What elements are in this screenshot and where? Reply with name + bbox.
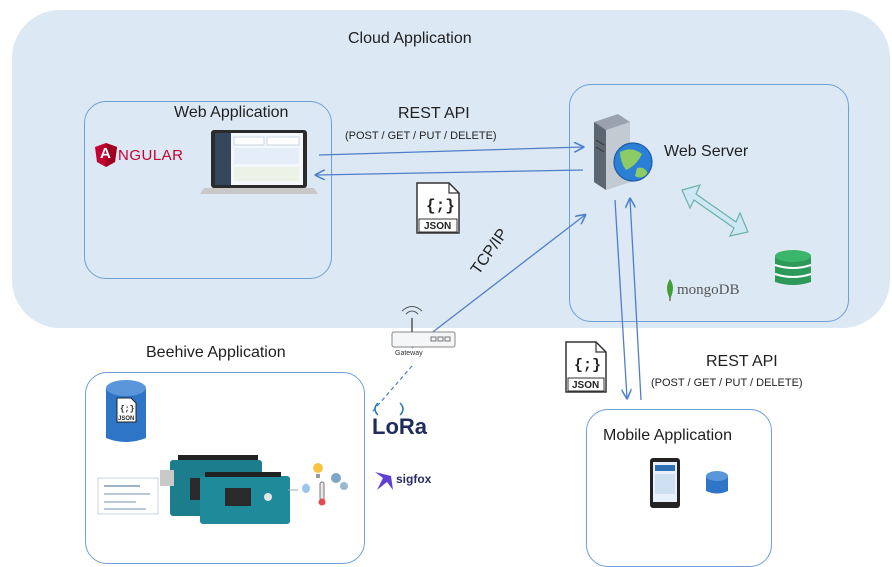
mobile-to-server-arrow xyxy=(630,199,642,401)
noise-icon xyxy=(331,473,341,483)
local-json-database-icon: {;} JSON xyxy=(106,380,146,442)
web-server-box xyxy=(569,84,849,322)
rest-api-bottom-methods: (POST / GET / PUT / DELETE) xyxy=(651,377,803,389)
svg-text:JSON: JSON xyxy=(572,380,599,391)
sigfox-icon xyxy=(375,472,393,490)
mongodb-logo: mongoDB xyxy=(665,279,740,301)
lora-link-dashed xyxy=(371,365,413,413)
mobile-database-icon xyxy=(706,471,728,494)
sync-double-arrow xyxy=(681,184,749,237)
beehive-dashboard-preview xyxy=(97,477,159,515)
gateway-router-icon xyxy=(391,306,456,348)
response-arrow xyxy=(316,169,584,175)
svg-text:{;}: {;} xyxy=(574,357,601,374)
sigfox-logo-text: sigfox xyxy=(396,472,432,486)
mongodb-logo-text: mongoDB xyxy=(677,281,740,298)
gateway-label: Gateway xyxy=(395,350,423,357)
angular-logo-letter: A xyxy=(100,145,111,162)
angular-logo: A NGULAR xyxy=(95,143,184,167)
angular-logo-text: NGULAR xyxy=(118,146,184,164)
globe-icon xyxy=(613,142,653,182)
lora-logo-text: LoRa xyxy=(372,414,427,439)
light-icon xyxy=(313,463,323,473)
rest-api-top-methods: (POST / GET / PUT / DELETE) xyxy=(345,130,497,142)
web-application-title: Web Application xyxy=(174,104,289,121)
cloud-application-region xyxy=(12,10,890,328)
json-file-icon: {;} JSON xyxy=(416,182,460,234)
web-server-title: Web Server xyxy=(664,143,749,160)
json-file-icon-mobile: {;} JSON xyxy=(565,341,607,393)
laptop-icon xyxy=(200,130,318,194)
rest-api-bottom-label: REST API xyxy=(706,353,778,370)
database-icon xyxy=(774,250,812,285)
arduino-board-icon xyxy=(160,455,290,524)
server-to-mobile-arrow xyxy=(614,199,627,398)
sensor-icons xyxy=(288,463,348,506)
rest-api-top-label: REST API xyxy=(398,105,470,122)
humidity-icon xyxy=(302,483,310,493)
temperature-icon xyxy=(319,481,325,501)
svg-text:{;}: {;} xyxy=(120,405,135,414)
json-braces: {;} xyxy=(426,197,455,215)
mobile-application-title: Mobile Application xyxy=(603,427,732,444)
cloud-application-title: Cloud Application xyxy=(348,30,472,47)
beehive-application-title: Beehive Application xyxy=(146,344,286,361)
svg-text:JSON: JSON xyxy=(118,416,134,422)
tcp-ip-arrow xyxy=(411,215,585,349)
angular-shield-icon xyxy=(95,143,117,167)
lora-signal-icon xyxy=(374,402,404,416)
web-application-box xyxy=(84,101,332,279)
mongodb-leaf-icon xyxy=(667,279,673,301)
svg-text:JSON: JSON xyxy=(424,221,451,232)
request-arrow xyxy=(318,147,583,156)
phone-icon xyxy=(650,458,680,508)
